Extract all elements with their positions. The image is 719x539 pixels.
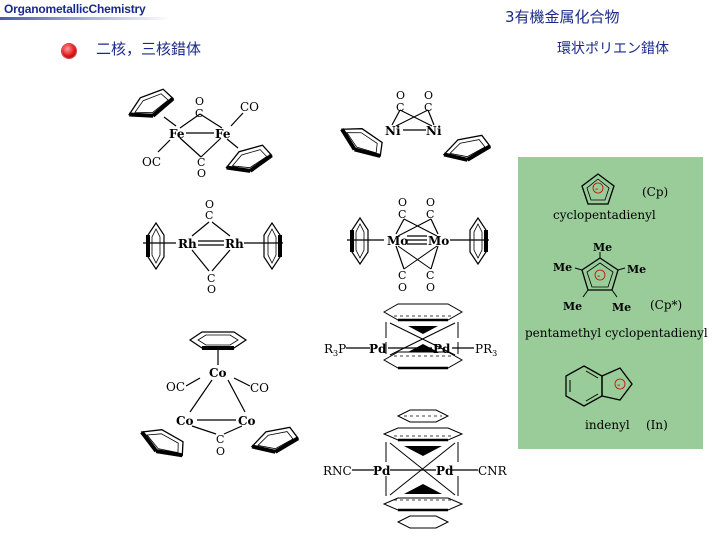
- co-metal-label: Co: [176, 414, 194, 428]
- o-label: O: [426, 281, 435, 294]
- section-subtitle: 環状ポリエン錯体: [557, 41, 669, 57]
- o-label: O: [216, 445, 225, 458]
- cp-abbr: (Cp): [642, 185, 668, 199]
- cp-ligand: - (Cp) cyclopentadienyl: [553, 173, 668, 222]
- charge-label: -: [617, 380, 620, 391]
- mo-label: Mo: [387, 234, 408, 248]
- cp-ring-icon: [262, 221, 282, 271]
- o-label: O: [207, 283, 216, 296]
- isocyanide-left-label: RNC: [323, 464, 352, 478]
- co-label: CO: [240, 100, 259, 114]
- o-label: O: [398, 196, 407, 209]
- rh-label: Rh: [225, 237, 244, 251]
- c-label: C: [396, 101, 404, 114]
- c-label: C: [426, 269, 434, 282]
- isocyanide-right-label: CNR: [478, 464, 508, 478]
- cp-ring-icon: [334, 119, 390, 163]
- pd-label: Pd: [436, 464, 454, 478]
- methyl-label: Me: [593, 241, 612, 254]
- brand-underline: [0, 17, 170, 20]
- co-metal-label: Co: [209, 366, 227, 380]
- c-label: C: [216, 433, 224, 446]
- pentamethyl-ring-icon: [581, 257, 619, 291]
- o-label: O: [195, 95, 204, 108]
- cp-ring-icon: [468, 216, 488, 266]
- methyl-label: Me: [612, 301, 631, 314]
- indenyl-abbr: (In): [646, 418, 668, 432]
- pd-label: Pd: [373, 464, 391, 478]
- c-label: C: [424, 101, 432, 114]
- co-metal-label: Co: [238, 414, 256, 428]
- methyl-label: Me: [553, 261, 572, 274]
- fe-dimer-structure: Fe Fe O C C O CO OC: [122, 81, 276, 182]
- cp-star-abbr: (Cp*): [650, 298, 682, 312]
- rh-label: Rh: [178, 237, 197, 251]
- o-label: O: [396, 89, 405, 102]
- c-label: C: [398, 269, 406, 282]
- rh-dimer-structure: Rh Rh O C C O: [143, 198, 283, 296]
- bullet-icon: [62, 44, 76, 58]
- methyl-label: Me: [563, 300, 582, 313]
- c-label: C: [195, 107, 203, 120]
- cp-ring-icon: [135, 421, 191, 462]
- indenyl-ligand: - indenyl (In): [565, 365, 668, 432]
- phosphine-right-label: PR3: [475, 342, 497, 358]
- pd-phosphine-structure: R3P Pd Pd PR3: [324, 303, 497, 370]
- brand-title: OrganometallicChemistry: [4, 2, 146, 16]
- mo-label: Mo: [428, 234, 449, 248]
- indenyl-ring-icon: [565, 365, 603, 407]
- charge-circle-icon: [614, 378, 626, 390]
- pd-label: Pd: [433, 342, 451, 356]
- cp-name: cyclopentadienyl: [553, 208, 656, 222]
- charge-label: -: [597, 271, 600, 282]
- o-label: O: [197, 167, 206, 180]
- cp-ring-icon: [439, 128, 494, 169]
- co-label: CO: [250, 381, 269, 395]
- phosphine-left-label: R3P: [324, 342, 346, 358]
- o-label: O: [205, 198, 214, 211]
- fe-label: Fe: [169, 127, 185, 141]
- c-label: C: [207, 272, 215, 285]
- oc-label: OC: [166, 380, 185, 394]
- co-trimer-structure: Co Co Co OC CO C O: [135, 330, 302, 462]
- chapter-title: 3有機金属化合物: [505, 8, 620, 26]
- cp-star-name: pentamethyl cyclopentadienyl: [525, 326, 708, 340]
- ligand-panel: [518, 157, 703, 449]
- c-label: C: [205, 209, 213, 222]
- cp-ring-icon: [220, 137, 276, 182]
- cp-ring-icon: [146, 221, 166, 271]
- charge-circle-icon: [592, 182, 604, 194]
- header-bar: OrganometallicChemistry: [0, 0, 719, 24]
- ni-label: Ni: [385, 124, 401, 138]
- o-label: O: [398, 281, 407, 294]
- charge-label: -: [595, 184, 598, 195]
- cyclopentadienyl-ring-icon: [581, 173, 615, 205]
- c-label: C: [426, 208, 434, 221]
- ni-label: Ni: [426, 124, 442, 138]
- pd-label: Pd: [369, 342, 387, 356]
- o-label: O: [426, 196, 435, 209]
- indenyl-name: indenyl: [585, 418, 630, 432]
- mo-dimer-structure: Mo Mo O O C C C C O O: [347, 196, 489, 294]
- cp-ring-icon: [350, 216, 370, 266]
- cp-star-ligand: - Me Me Me Me Me (Cp*) pentamethyl cyclo…: [525, 241, 708, 340]
- methyl-label: Me: [627, 263, 646, 276]
- oc-label: OC: [142, 155, 161, 169]
- charge-circle-icon: [594, 269, 606, 281]
- fe-label: Fe: [215, 127, 231, 141]
- o-label: O: [424, 89, 433, 102]
- ni-dimer-structure: Ni Ni O O C C: [334, 89, 494, 169]
- c-label: C: [197, 156, 205, 169]
- bullet-text: 二核，三核錯体: [96, 40, 202, 58]
- c-label: C: [398, 208, 406, 221]
- pd-isocyanide-structure: RNC Pd Pd CNR: [323, 409, 508, 529]
- cp-ring-icon: [247, 420, 302, 461]
- cp-ring-icon: [188, 330, 248, 350]
